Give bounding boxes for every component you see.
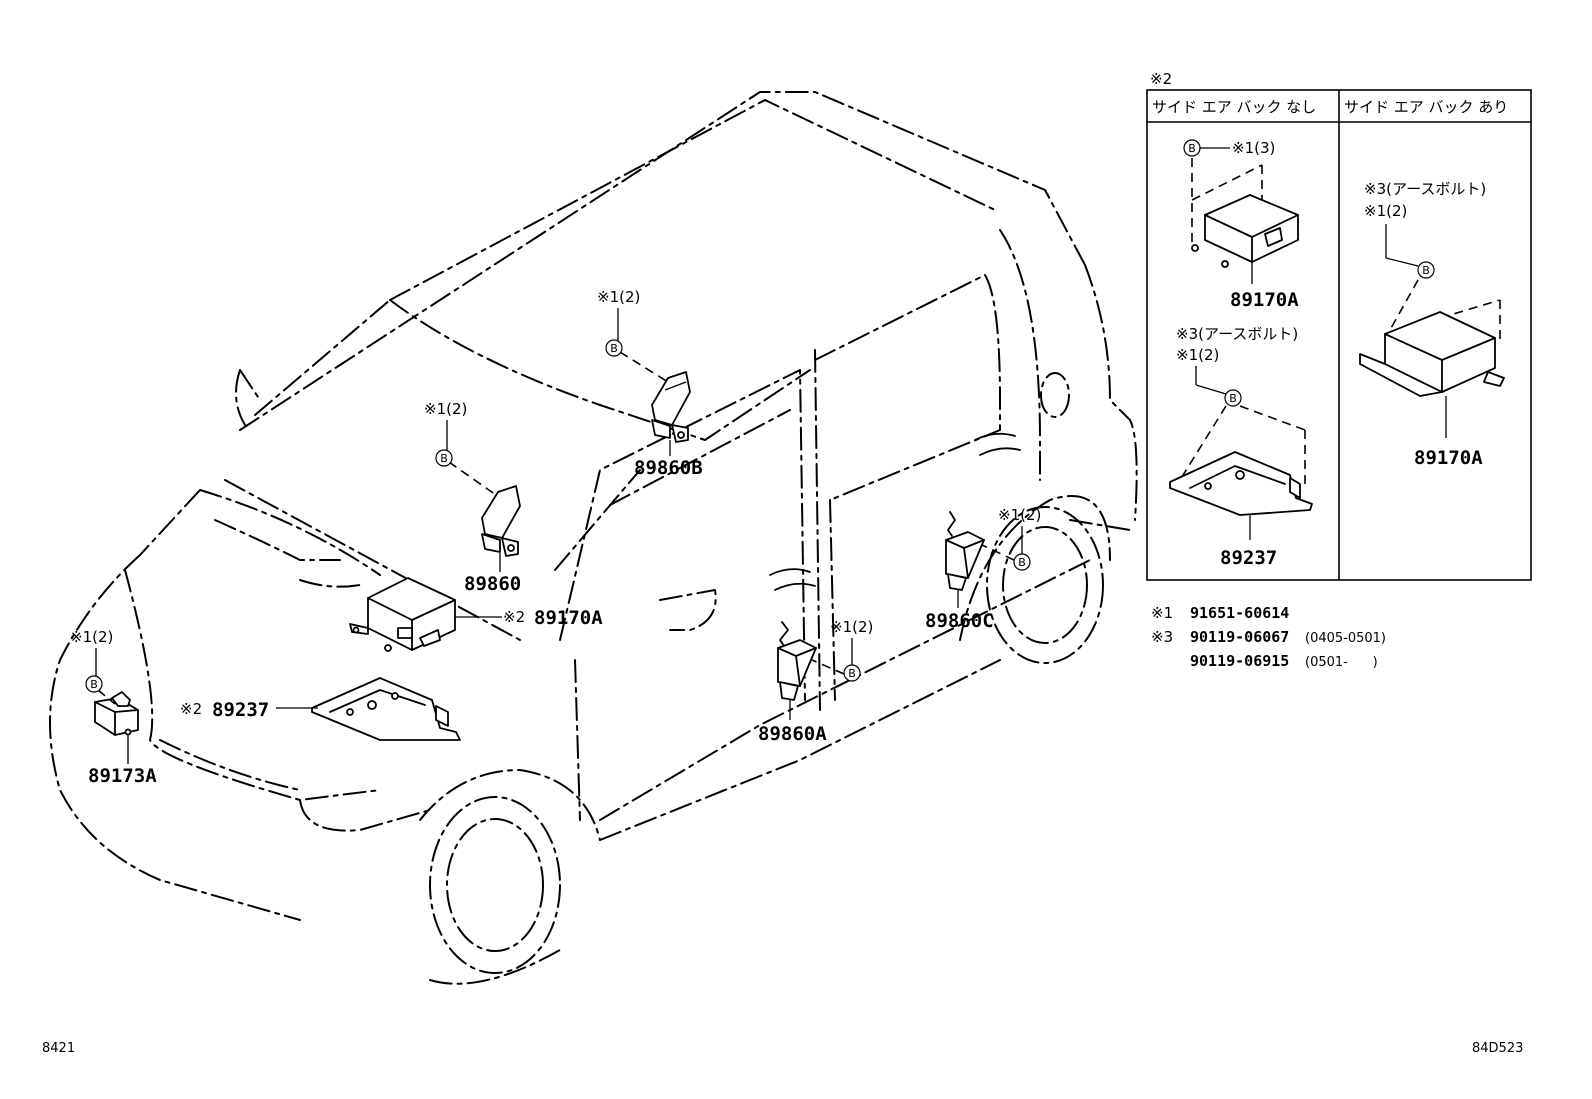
header-with-side-airbag: サイド エア バック あり xyxy=(1344,98,1508,116)
note-3a: ※3 90119-06067 (0405-0501) xyxy=(1151,628,1386,646)
ref-89173a: ※1(2) xyxy=(70,628,113,646)
svg-text:B: B xyxy=(90,678,98,691)
inset-left-part-bottom: 89237 xyxy=(1220,547,1277,569)
svg-text:(0501- ): (0501- ) xyxy=(1305,655,1378,670)
ref-89860a: ※1(2) xyxy=(830,618,873,636)
sensor-89860b xyxy=(651,371,691,443)
label-89170a: 89170A xyxy=(534,607,603,629)
svg-text:B: B xyxy=(1229,392,1237,405)
ref-89860c: ※1(2) xyxy=(998,506,1041,524)
bolt-markers: B B B B B xyxy=(85,339,1031,693)
vehicle-outline xyxy=(49,91,1138,985)
inset-right-part: 89170A xyxy=(1414,447,1483,469)
svg-text:B: B xyxy=(440,452,448,465)
ref-89860: ※1(2) xyxy=(424,400,467,418)
bolt-b-89860: B xyxy=(435,449,453,467)
svg-text:B: B xyxy=(1188,142,1196,155)
bracket-89237 xyxy=(311,677,461,741)
inset-mark: ※2 xyxy=(1150,70,1172,88)
bolt-b-89860c: B xyxy=(1013,553,1031,571)
ref-89860b: ※1(2) xyxy=(597,288,640,306)
note-3b: 90119-06915 (0501- ) xyxy=(1190,652,1378,670)
inset-right-ecu: ※3(アースボルト) ※1(2) B 89170A xyxy=(1359,180,1505,469)
inset-left-ecu: B ※1(3) 89170A xyxy=(1183,139,1299,311)
bolt-b-89860b: B xyxy=(605,339,623,357)
footer-right-code: 84D523 xyxy=(1472,1041,1523,1056)
notes-list: ※1 91651-60614 ※3 90119-06067 (0405-0501… xyxy=(1151,604,1386,670)
svg-text:90119-06915: 90119-06915 xyxy=(1190,652,1289,670)
header-no-side-airbag: サイド エア バック なし xyxy=(1152,98,1316,116)
airbag-ecu-89170a xyxy=(349,577,456,652)
part-labels: ※1(2) 89860B ※1(2) 89860 ※2 89170A ※2 89… xyxy=(70,288,1041,787)
inset-left-bracket: ※3(アースボルト) ※1(2) B 89237 xyxy=(1169,325,1313,569)
svg-text:(0405-0501): (0405-0501) xyxy=(1305,631,1386,646)
sensor-89860c xyxy=(945,511,985,591)
svg-text:B: B xyxy=(610,342,618,355)
sensor-89173a xyxy=(94,691,139,736)
leader-lines xyxy=(95,308,1023,764)
inset-table: ※2 サイド エア バック なし サイド エア バック あり B ※1(3) 8… xyxy=(1146,70,1532,581)
svg-text:※3: ※3 xyxy=(1151,628,1173,646)
label-89860: 89860 xyxy=(464,573,521,595)
inset-left-ref2: ※1(2) xyxy=(1176,346,1219,364)
svg-text:B: B xyxy=(1422,264,1430,277)
label-89173a: 89173A xyxy=(88,765,157,787)
label-89860a: 89860A xyxy=(758,723,827,745)
label-89860b: 89860B xyxy=(634,457,703,479)
label-89237: 89237 xyxy=(212,699,269,721)
inset-right-ref1: ※3(アースボルト) xyxy=(1364,180,1486,198)
bolt-b-89860a: B xyxy=(843,664,861,682)
mark-89237: ※2 xyxy=(180,700,202,718)
sensor-89860a xyxy=(777,621,817,701)
bolt-b-89173a: B xyxy=(85,675,103,693)
inset-left-ref1: ※3(アースボルト) xyxy=(1176,325,1298,343)
note-1: ※1 91651-60614 xyxy=(1151,604,1289,622)
inset-right-ref2: ※1(2) xyxy=(1364,202,1407,220)
svg-text:B: B xyxy=(1018,556,1026,569)
label-89860c: 89860C xyxy=(925,610,994,632)
inset-left-part-top: 89170A xyxy=(1230,289,1299,311)
inset-left-ref-top: ※1(3) xyxy=(1232,139,1275,157)
svg-text:90119-06067: 90119-06067 xyxy=(1190,628,1289,646)
svg-text:91651-60614: 91651-60614 xyxy=(1190,604,1289,622)
footer-left-code: 8421 xyxy=(42,1041,75,1056)
svg-text:※1: ※1 xyxy=(1151,604,1173,622)
sensor-89860 xyxy=(481,485,521,557)
mark-89170a: ※2 xyxy=(503,608,525,626)
svg-text:B: B xyxy=(848,667,856,680)
